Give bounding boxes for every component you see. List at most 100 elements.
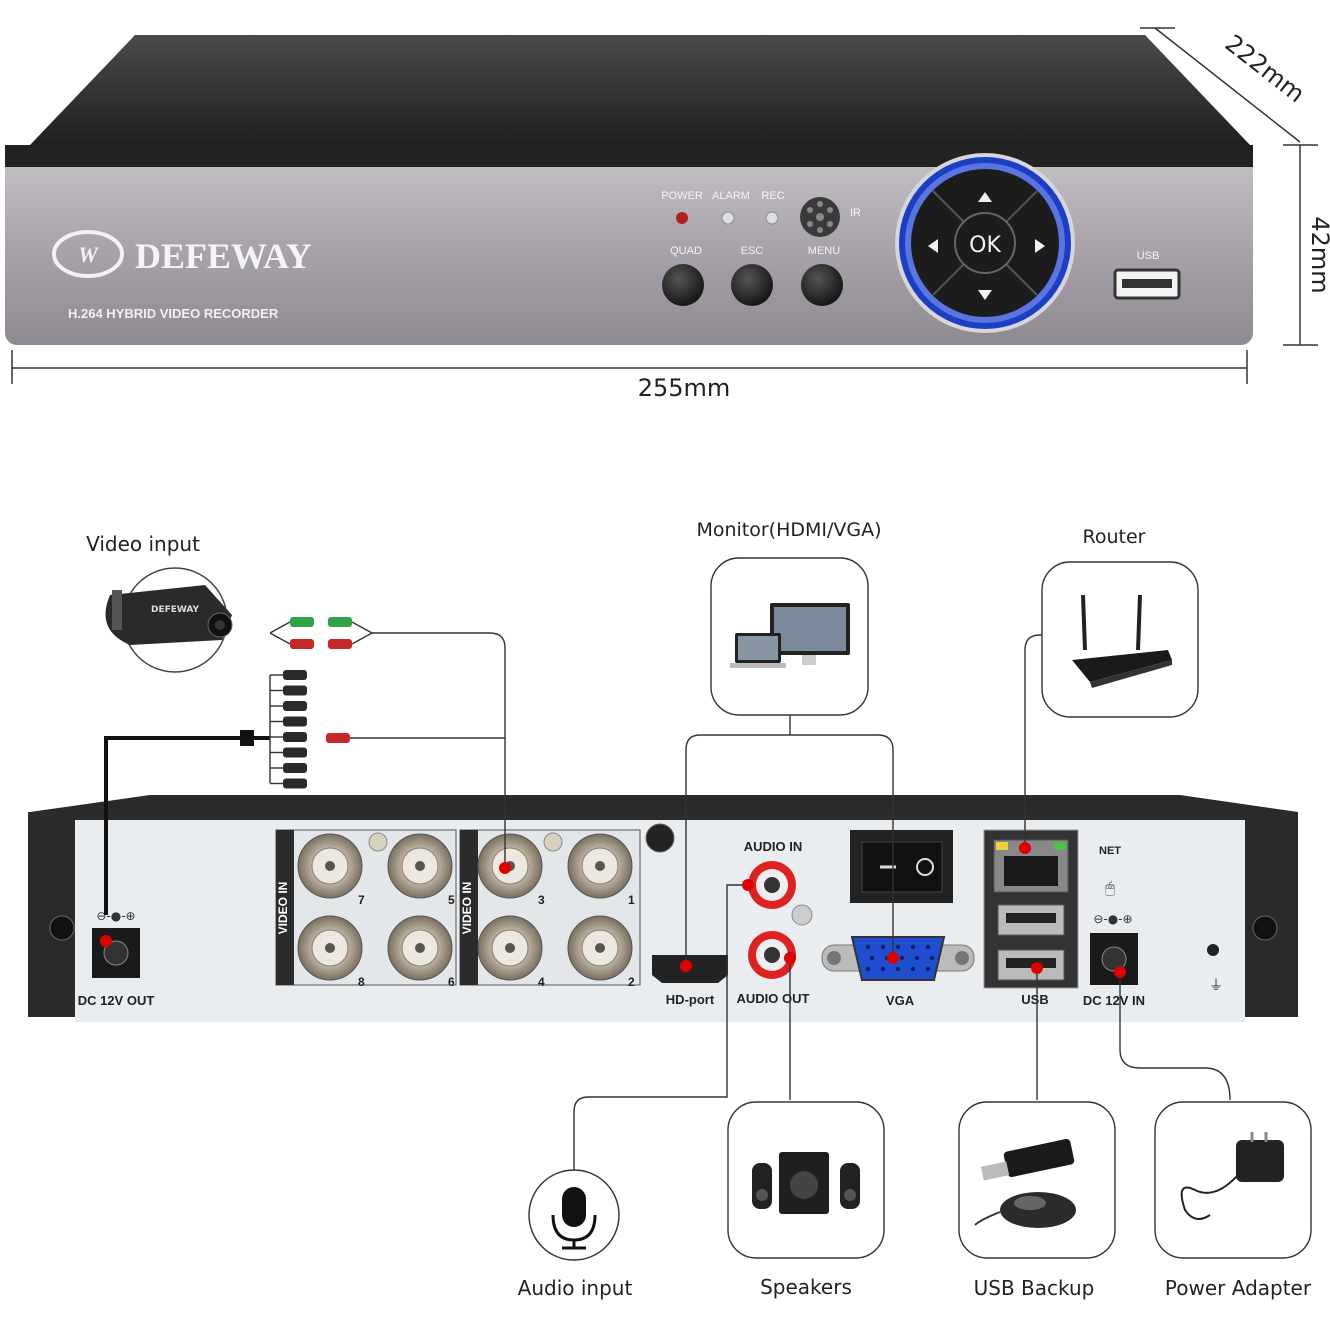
splitter-plug [283, 685, 307, 696]
up-arrow-icon[interactable] [978, 192, 992, 202]
vga-pin [880, 966, 886, 972]
audio-input-caption: Audio input [518, 1276, 633, 1300]
splitter-plug [283, 778, 307, 789]
dc-in-label: DC 12V IN [1083, 993, 1145, 1008]
navigation-pad[interactable]: OK [895, 153, 1075, 333]
channel-number: 7 [358, 893, 365, 907]
led-label-power: POWER [661, 190, 703, 202]
esc-label: ESC [741, 245, 764, 257]
net-dot [1019, 842, 1031, 854]
camera-brand-mark: DEFEWAY [151, 605, 200, 615]
vga-pin [910, 944, 916, 950]
dc-out-dot [100, 935, 112, 947]
bnc-connector-pin [595, 861, 605, 871]
right-mount-screw [1252, 915, 1278, 941]
product-subtitle: H.264 HYBRID VIDEO RECORDER [68, 306, 279, 321]
video-in-block-1-edge [276, 830, 294, 985]
svg-text:W: W [78, 242, 99, 267]
router-caption: Router [1083, 526, 1146, 548]
bnc-connector-pin [325, 943, 335, 953]
audio-in-dot [742, 879, 754, 891]
ir-label: IR [850, 207, 861, 219]
ground-screw [791, 904, 813, 926]
ok-label: OK [969, 233, 1001, 258]
power-led [676, 212, 688, 224]
left-arrow-icon[interactable] [928, 239, 938, 253]
channel-number: 3 [538, 893, 545, 907]
rec-led [765, 211, 779, 225]
reset-hole [1207, 944, 1219, 956]
esc-button[interactable] [731, 264, 773, 306]
monitor-caption: Monitor(HDMI/VGA) [696, 519, 881, 541]
front-usb-port-tongue [1122, 279, 1172, 288]
splitter-plug [283, 701, 307, 711]
width-dimension: 255mm [638, 374, 731, 402]
audio-in-label: AUDIO IN [744, 839, 803, 854]
video-in-label-1: VIDEO IN [276, 882, 290, 935]
usb-dot [1031, 962, 1043, 974]
depth-dimension: 222mm [1220, 29, 1310, 108]
height-dimension: 42mm [1306, 216, 1330, 293]
vga-pin [910, 966, 916, 972]
camera-cable-plugs [240, 617, 352, 746]
vga-pin [880, 944, 886, 950]
quad-button[interactable] [662, 264, 704, 306]
router-icon [1072, 594, 1172, 688]
audio-out-label: AUDIO OUT [737, 991, 810, 1006]
led-label-alarm: ALARM [712, 190, 750, 202]
splitter-plug [283, 716, 307, 727]
ok-button[interactable] [954, 212, 1016, 274]
right-arrow-icon[interactable] [1035, 239, 1045, 253]
video-in-label-2: VIDEO IN [460, 882, 474, 935]
vga-pin [925, 966, 931, 972]
video-in-dot [499, 862, 511, 874]
channel-number: 6 [448, 975, 455, 989]
speakers-icon [752, 1152, 860, 1214]
channel-number: 2 [628, 975, 635, 989]
vga-pin [869, 955, 875, 961]
power-adapter-icon [1180, 1132, 1284, 1220]
back-top-edge [30, 795, 1298, 812]
vga-pin [914, 955, 920, 961]
hdmi-dot [680, 960, 692, 972]
bnc-connector-pin [325, 861, 335, 871]
vga-pin [895, 944, 901, 950]
led-label-rec: REC [761, 190, 784, 202]
speakers-caption: Speakers [760, 1275, 852, 1299]
net-led-yellow [996, 842, 1008, 850]
power-adapter-caption: Power Adapter [1165, 1276, 1312, 1300]
dc-out-label: DC 12V OUT [78, 993, 155, 1008]
case-screw [645, 823, 675, 853]
ir-sensor: IR [800, 197, 861, 237]
bnc-connector-pin [595, 943, 605, 953]
menu-button[interactable] [801, 264, 843, 306]
vga-pin [929, 955, 935, 961]
dc-in-dot [1114, 966, 1126, 978]
panel-screw [368, 832, 388, 852]
mouse-icon: 🖱 [1105, 878, 1115, 897]
usb-label: USB [1021, 992, 1048, 1007]
vga-pin [925, 944, 931, 950]
brand-name: DEFEWAY [135, 236, 312, 276]
net-led-green [1054, 842, 1066, 850]
front-panel-top-lip [5, 145, 1253, 167]
camera-illustration: DEFEWAY [105, 567, 233, 673]
audio-out-dot [784, 952, 796, 964]
dvr-top-surface [30, 35, 1250, 145]
connection-points [100, 842, 1126, 978]
channel-number: 8 [358, 975, 365, 989]
power-splitter-plugs [270, 670, 307, 789]
usb-backup-caption: USB Backup [974, 1276, 1095, 1300]
quad-label: QUAD [670, 245, 702, 257]
ground-icon: ⏚ [1209, 978, 1223, 994]
bnc-connector-pin [415, 861, 425, 871]
bnc-connector-pin [415, 943, 425, 953]
left-mount-screw [49, 915, 75, 941]
hd-port-label: HD-port [666, 992, 715, 1007]
dc-in-polarity-icon: ⊖-●-⊕ [1093, 912, 1132, 926]
vga-pin [899, 955, 905, 961]
down-arrow-icon[interactable] [978, 290, 992, 300]
